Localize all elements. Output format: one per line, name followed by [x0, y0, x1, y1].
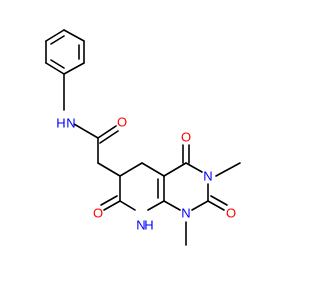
bond-c7-o-b	[100, 195, 118, 206]
bond-c7-o-a	[103, 200, 121, 211]
bond-carbonyl-o-b	[99, 130, 119, 144]
amide-hydrogen-label: H	[56, 115, 65, 130]
bicyclic-core	[100, 144, 241, 246]
bond-c2-o-b	[210, 195, 228, 206]
lactam-nitrogen-label: N	[136, 217, 145, 232]
bond-n1-c8a	[163, 200, 181, 211]
bond-c2-o-a	[207, 200, 225, 211]
bond-n-to-carbonyl	[73, 123, 99, 139]
amide-oxygen-label: O	[117, 114, 127, 129]
bond-ring-2	[63, 29, 85, 42]
bond-c5-c4a	[141, 162, 165, 177]
bond-c4a-c4	[163, 162, 187, 177]
bond-n3-methyl	[215, 162, 241, 177]
amide-side-chain	[73, 123, 121, 177]
c2-oxygen-label: O	[226, 205, 236, 220]
molecule-diagram: N H O O N O N H N O	[45, 29, 241, 246]
bond-ch2-to-c6	[97, 162, 121, 177]
atom-labels: N H O O N O N H N O	[56, 114, 236, 232]
bond-ring-5	[45, 62, 65, 75]
phenyl-ring	[45, 29, 85, 111]
c7-oxygen-label: O	[93, 205, 103, 220]
c4-oxygen-label: O	[181, 129, 191, 144]
bond-ring-double-1	[50, 35, 65, 45]
bond-ring-1	[45, 29, 65, 42]
bond-c4-n3	[185, 162, 203, 173]
molecule-structure: N H O O N O N H N O	[45, 29, 241, 246]
n3-label: N	[203, 168, 212, 183]
amide-nitrogen-label: N	[66, 115, 75, 130]
bond-ring-double-3	[50, 59, 65, 69]
bond-n8-c7	[119, 200, 136, 211]
bond-c6-c5	[119, 162, 143, 177]
bond-c8a-n8	[147, 200, 165, 211]
n1-label: N	[181, 205, 190, 220]
bond-carbonyl-o-a	[97, 125, 117, 139]
lactam-hydrogen-label: H	[144, 217, 153, 232]
bond-c2-n1	[191, 200, 209, 211]
bond-ring-4	[63, 62, 85, 75]
